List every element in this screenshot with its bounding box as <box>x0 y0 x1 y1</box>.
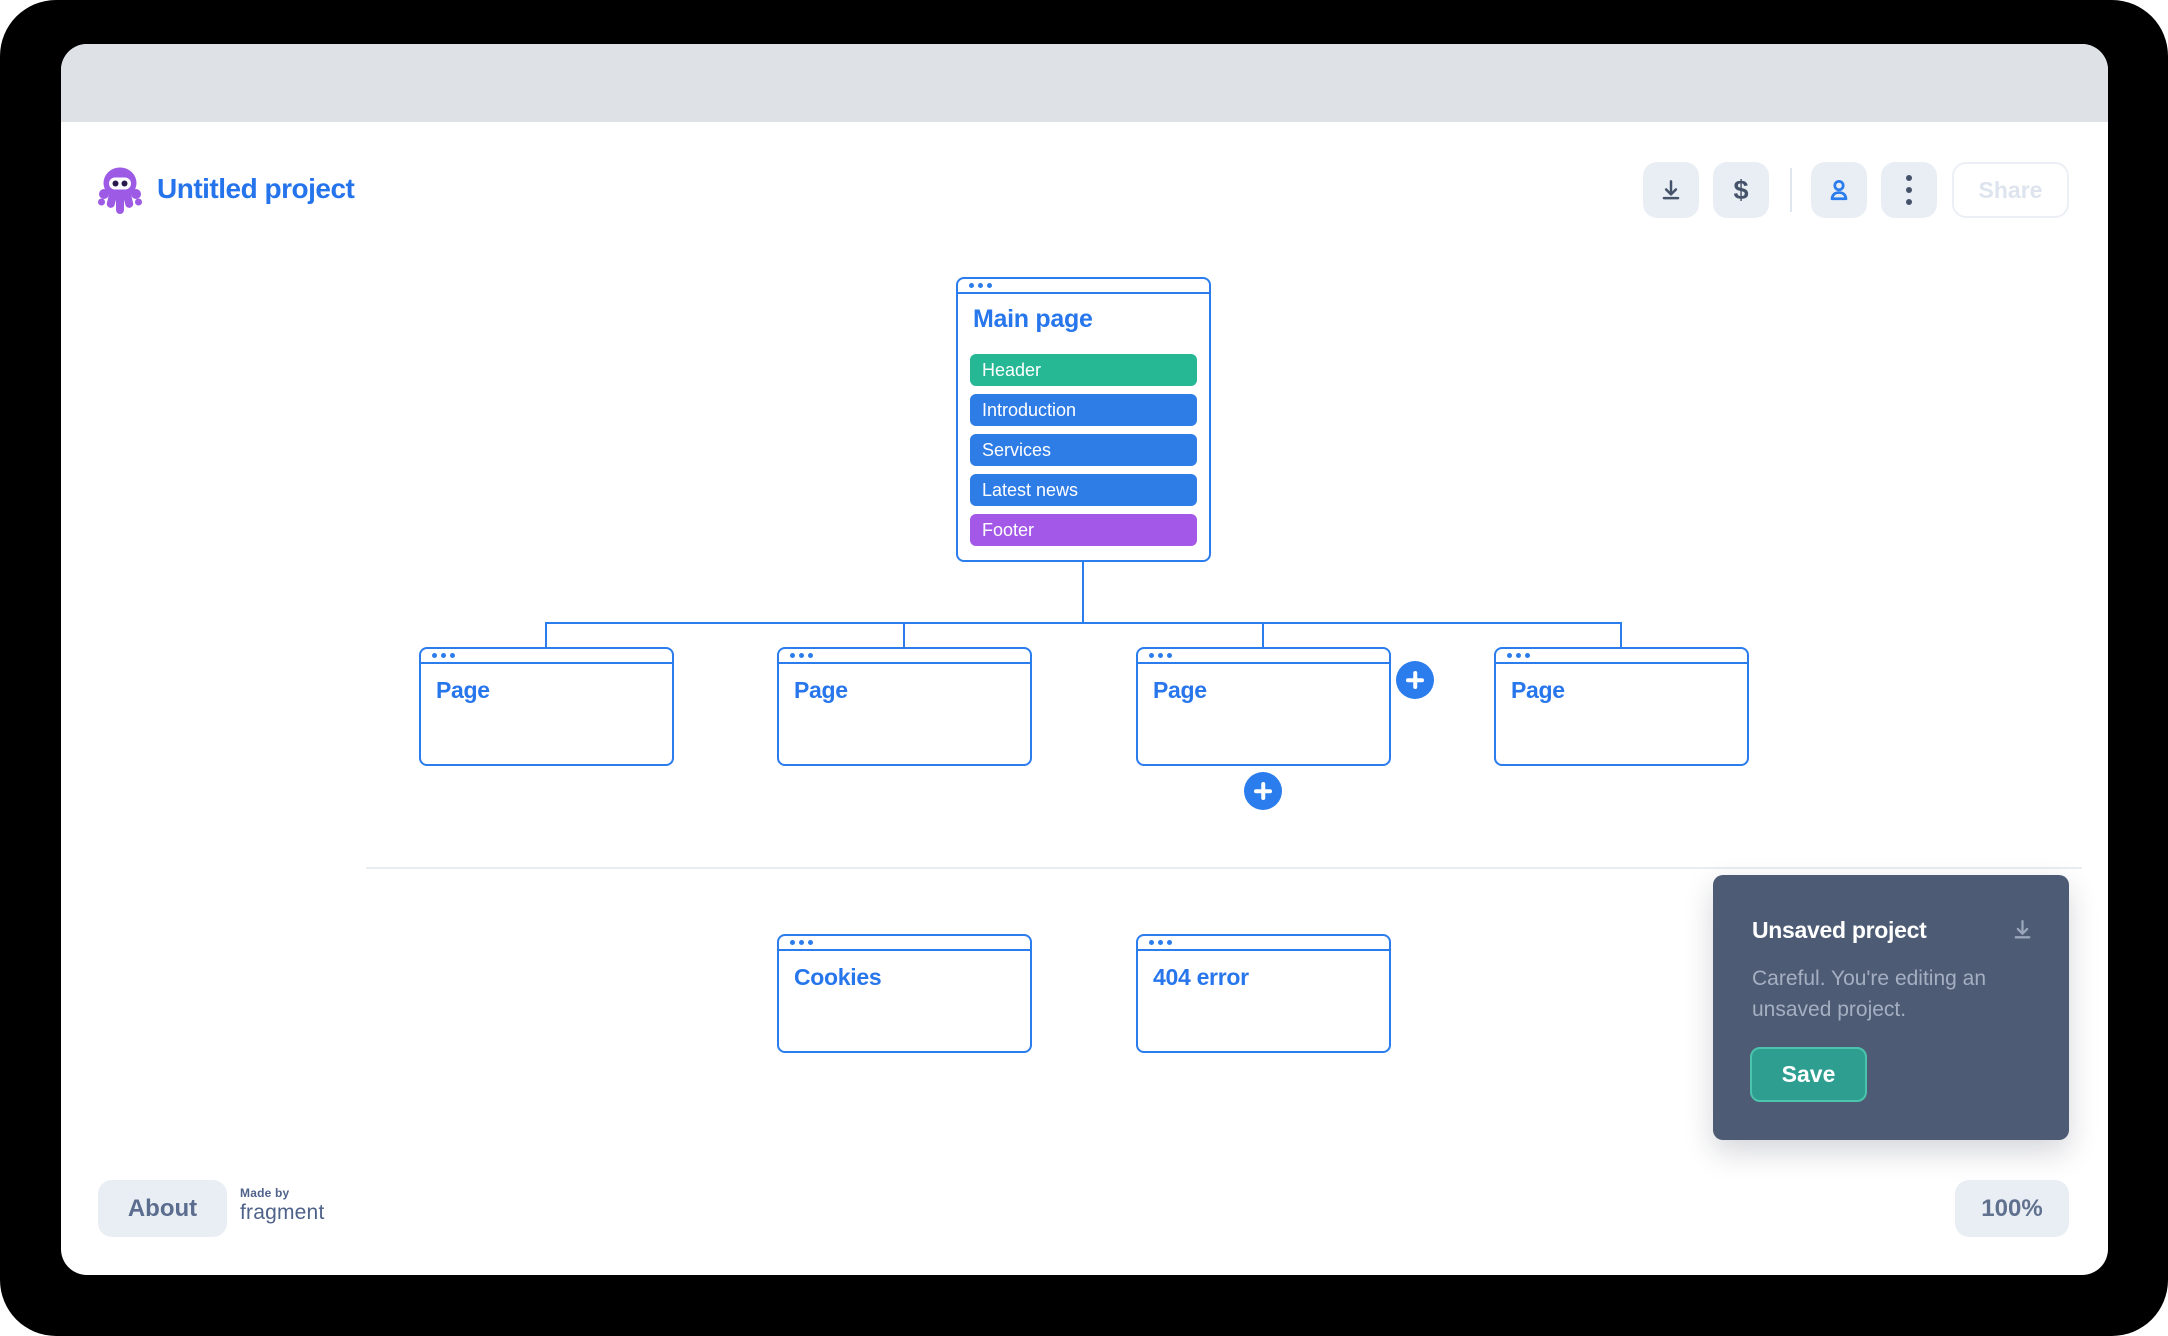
card-title[interactable]: Page <box>436 677 490 703</box>
card-window-bar[interactable] <box>421 649 672 664</box>
window-dots-icon <box>450 653 455 658</box>
share-button[interactable]: Share <box>1952 162 2069 218</box>
card-title[interactable]: Page <box>1511 677 1565 703</box>
window-dots-icon <box>441 653 446 658</box>
section-services[interactable]: Services <box>970 434 1197 466</box>
card-window-bar[interactable] <box>958 279 1209 294</box>
card-title[interactable]: Cookies <box>794 964 882 990</box>
unsaved-project-toast: Unsaved project Careful. You're editing … <box>1713 875 2069 1140</box>
window-dots-icon <box>432 653 437 658</box>
connector-horizontal <box>545 622 1622 624</box>
connector-drop-4 <box>1620 622 1622 647</box>
window-dots-icon <box>969 283 974 288</box>
window-dots-icon <box>808 940 813 945</box>
zoom-level-button[interactable]: 100% <box>1955 1180 2069 1237</box>
canvas-divider <box>366 867 2082 869</box>
download-icon <box>1658 177 1684 203</box>
toast-download-icon[interactable] <box>2010 917 2035 947</box>
section-introduction[interactable]: Introduction <box>970 394 1197 426</box>
connector-drop-2 <box>903 622 905 647</box>
download-button[interactable] <box>1643 162 1699 218</box>
browser-title-bar <box>61 44 2108 122</box>
window-dots-icon <box>978 283 983 288</box>
card-window-bar[interactable] <box>1138 649 1389 664</box>
card-window-bar[interactable] <box>779 936 1030 951</box>
main-page-card[interactable]: Main page Header Introduction Services L… <box>956 277 1211 562</box>
card-window-bar[interactable] <box>1138 936 1389 951</box>
about-button[interactable]: About <box>98 1180 227 1237</box>
account-button[interactable] <box>1811 162 1867 218</box>
made-by-fragment-link[interactable]: Made by fragment <box>240 1186 324 1225</box>
toast-message: Careful. You're editing an unsaved proje… <box>1752 967 1987 1021</box>
page-card-4[interactable]: Page <box>1494 647 1749 766</box>
kebab-menu-icon <box>1906 175 1912 205</box>
cookies-card[interactable]: Cookies <box>777 934 1032 1053</box>
error-404-card[interactable]: 404 error <box>1136 934 1391 1053</box>
window-dots-icon <box>1507 653 1512 658</box>
window-dots-icon <box>1158 653 1163 658</box>
window-dots-icon <box>790 940 795 945</box>
page-card-3[interactable]: Page <box>1136 647 1391 766</box>
window-dots-icon <box>1158 940 1163 945</box>
connector-drop-3 <box>1262 622 1264 647</box>
fragment-wordmark: fragment <box>240 1201 325 1224</box>
window-dots-icon <box>1516 653 1521 658</box>
window-dots-icon <box>1149 653 1154 658</box>
section-latest-news[interactable]: Latest news <box>970 474 1197 506</box>
page-card-2[interactable]: Page <box>777 647 1032 766</box>
section-header[interactable]: Header <box>970 354 1197 386</box>
card-window-bar[interactable] <box>779 649 1030 664</box>
add-child-page-button[interactable] <box>1244 772 1282 810</box>
window-dots-icon <box>808 653 813 658</box>
octopus-logo-icon[interactable] <box>97 164 143 214</box>
save-button[interactable]: Save <box>1750 1047 1867 1102</box>
project-title[interactable]: Untitled project <box>157 173 355 204</box>
window-dots-icon <box>799 653 804 658</box>
more-options-button[interactable] <box>1881 162 1937 218</box>
section-footer[interactable]: Footer <box>970 514 1197 546</box>
card-window-bar[interactable] <box>1496 649 1747 664</box>
card-title[interactable]: Main page <box>973 305 1093 333</box>
card-title[interactable]: 404 error <box>1153 964 1249 990</box>
toast-title: Unsaved project <box>1752 917 1927 943</box>
card-title[interactable]: Page <box>794 677 848 703</box>
page-card-1[interactable]: Page <box>419 647 674 766</box>
made-by-label: Made by <box>240 1186 290 1200</box>
card-title[interactable]: Page <box>1153 677 1207 703</box>
add-sibling-page-button[interactable] <box>1396 661 1434 699</box>
pricing-button[interactable]: $ <box>1713 162 1769 218</box>
window-dots-icon <box>987 283 992 288</box>
toolbar-divider <box>1790 168 1792 212</box>
window-dots-icon <box>790 653 795 658</box>
person-icon <box>1825 176 1853 204</box>
window-dots-icon <box>1167 653 1172 658</box>
window-dots-icon <box>1149 940 1154 945</box>
window-dots-icon <box>1525 653 1530 658</box>
window-dots-icon <box>1167 940 1172 945</box>
connector-main-down <box>1082 560 1084 622</box>
window-dots-icon <box>799 940 804 945</box>
dollar-icon: $ <box>1733 174 1749 205</box>
connector-drop-1 <box>545 622 547 647</box>
